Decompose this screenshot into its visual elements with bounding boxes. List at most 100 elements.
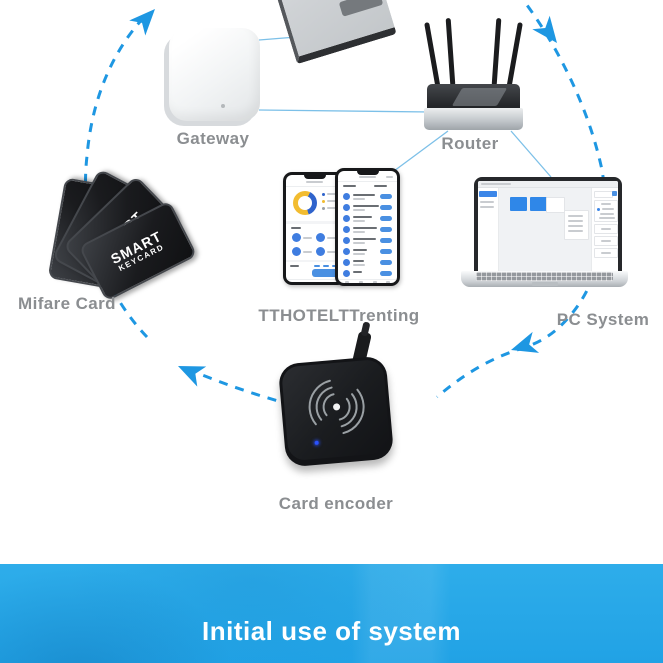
feature-text	[327, 251, 336, 253]
row-action-button[interactable]	[380, 216, 392, 221]
lock-list-icon	[343, 193, 350, 200]
laptop-keyboard	[476, 272, 613, 281]
pc-right-panel	[591, 188, 618, 276]
lock-subtext	[353, 264, 365, 266]
legend-text	[327, 193, 338, 195]
divider	[286, 279, 343, 280]
banner-title: Initial use of system	[201, 616, 462, 646]
feature-text	[327, 237, 336, 239]
pc-radio-selected[interactable]	[597, 208, 600, 211]
lock-list-icon	[343, 237, 350, 244]
filter-dropdown[interactable]	[374, 185, 387, 187]
pc-action-button[interactable]	[594, 236, 618, 246]
link-text[interactable]	[314, 265, 320, 267]
lock-name	[353, 260, 364, 262]
connector-router-phone	[393, 130, 449, 172]
divider	[338, 181, 397, 182]
contactless-rings-icon	[308, 378, 365, 435]
tabbar-icon[interactable]	[386, 281, 390, 283]
pc-card-tile[interactable]	[530, 197, 547, 211]
row-action-button[interactable]	[380, 249, 392, 254]
pc-button-text	[601, 252, 611, 254]
pc-sidebar-selected-item[interactable]	[479, 191, 497, 197]
lock-subtext	[353, 253, 365, 255]
primary-action-button[interactable]	[312, 269, 338, 277]
pc-system-label: PC System	[556, 310, 650, 329]
row-action-button[interactable]	[380, 194, 392, 199]
card-encoder-face	[280, 358, 391, 462]
lock-name	[353, 216, 372, 218]
legend-dot-blue	[322, 193, 325, 196]
pc-sidebar-item[interactable]	[480, 206, 494, 208]
card-encoder-device	[277, 355, 395, 468]
pc-card-tile-empty[interactable]	[546, 197, 565, 213]
section-title	[291, 227, 301, 229]
laptop-base	[461, 271, 628, 287]
app-feature-icon[interactable]	[316, 233, 325, 242]
phone-ttrenting	[335, 168, 400, 286]
ttrenting-app-screen	[338, 171, 397, 283]
lock-list-icon	[343, 270, 350, 277]
tthotel-label: TTHOTEL	[258, 306, 340, 325]
lock-name	[353, 205, 379, 207]
connector-gateway-router	[258, 109, 432, 113]
tthotel-app-screen	[286, 175, 343, 282]
row-action-button[interactable]	[380, 227, 392, 232]
pc-main-area	[499, 188, 602, 276]
pc-menu-row[interactable]	[568, 215, 583, 217]
tabbar-icon[interactable]	[345, 281, 349, 283]
tabbar-icon[interactable]	[359, 281, 363, 283]
pc-search-button[interactable]	[612, 191, 617, 196]
app-feature-icon[interactable]	[292, 247, 301, 256]
pc-card-tile[interactable]	[510, 197, 527, 211]
lock-subtext	[353, 220, 365, 222]
pc-action-button[interactable]	[594, 224, 618, 234]
phone-notch	[356, 171, 379, 175]
pc-option-row[interactable]	[602, 208, 614, 210]
feature-text	[303, 251, 312, 253]
pc-option-row[interactable]	[600, 213, 614, 215]
pc-menu-items[interactable]	[481, 183, 511, 185]
gateway-label: Gateway	[176, 129, 250, 148]
occupancy-donut-chart	[293, 191, 317, 215]
row-action-button[interactable]	[380, 205, 392, 210]
tabbar-icon[interactable]	[373, 281, 377, 283]
pc-action-button[interactable]	[594, 248, 618, 258]
pc-menu-row[interactable]	[568, 230, 583, 232]
section-banner: Initial use of system	[0, 564, 663, 663]
pc-option-row[interactable]	[599, 217, 615, 219]
row-action-button[interactable]	[380, 260, 392, 265]
lock-subtext	[353, 231, 365, 233]
row-action-button[interactable]	[380, 238, 392, 243]
pc-button-text	[601, 228, 611, 230]
divider	[286, 186, 343, 187]
filter-dropdown[interactable]	[343, 185, 356, 187]
divider	[286, 260, 343, 262]
link-text[interactable]	[323, 265, 329, 267]
pc-option-row[interactable]	[601, 203, 611, 205]
router-label: Router	[441, 134, 499, 153]
pc-sidebar	[478, 188, 499, 276]
lock-list-icon	[343, 259, 350, 266]
lock-list-icon	[343, 215, 350, 222]
pc-menu-row[interactable]	[568, 225, 583, 227]
app-feature-icon[interactable]	[292, 233, 301, 242]
row-action-button[interactable]	[380, 271, 392, 276]
pc-button-text	[601, 240, 611, 242]
pc-sidebar-item[interactable]	[480, 201, 494, 203]
flow-arrowheads	[129, 9, 557, 387]
arrowhead-right-bottom-icon	[511, 331, 540, 353]
app-header-title	[306, 181, 323, 183]
pc-options-box	[594, 200, 618, 222]
laptop-screen	[474, 177, 622, 280]
router-sheen	[451, 88, 508, 106]
lock-list-icon	[343, 226, 350, 233]
app-header-title	[359, 176, 376, 178]
header-icons[interactable]	[386, 176, 393, 178]
pc-search-input[interactable]	[594, 191, 613, 198]
lock-name	[353, 271, 362, 273]
pc-menu-row[interactable]	[568, 220, 583, 222]
app-feature-icon[interactable]	[316, 247, 325, 256]
card-encoder-label: Card encoder	[278, 494, 394, 513]
